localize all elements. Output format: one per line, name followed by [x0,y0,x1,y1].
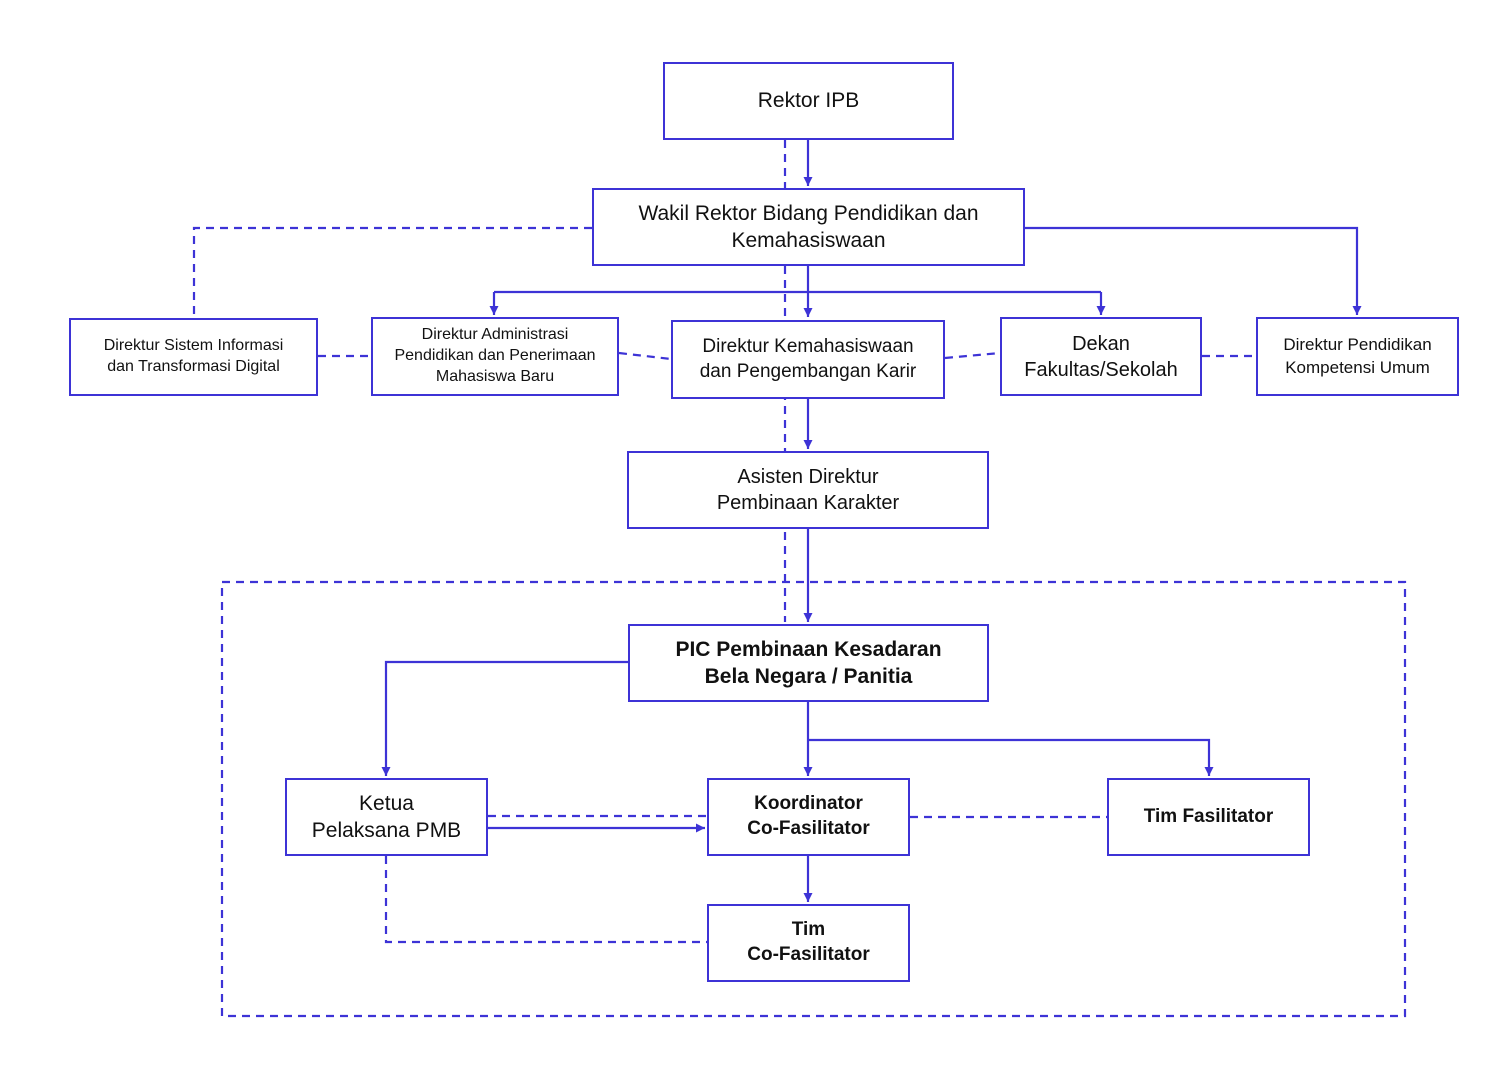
node-dekan-label: Dekan Fakultas/Sekolah [1024,332,1178,381]
edge-pic-timfasilitator [808,738,1214,776]
node-koordinator-label: Koordinator Co-Fasilitator [747,793,870,839]
node-tim-cofasilitator: Tim Co-Fasilitator [707,904,910,982]
node-pic-pembinaan: PIC Pembinaan Kesadaran Bela Negara / Pa… [628,624,989,702]
node-tim-fasilitator-label: Tim Fasilitator [1143,805,1274,827]
node-direktur-administrasi: Direktur Administrasi Pendidikan dan Pen… [371,317,619,396]
node-koordinator: Koordinator Co-Fasilitator [707,778,910,856]
edge-peer-admin-kemahasiswaan [618,351,672,361]
node-tim-cofasilitator-label: Tim Co-Fasilitator [747,919,870,965]
node-asisten-direktur: Asisten Direktur Pembinaan Karakter [627,451,989,529]
node-direktur-sistem-informasi-label: Direktur Sistem Informasi dan Transforma… [103,337,284,375]
edge-pic-ketua [381,660,628,776]
node-direktur-kemahasiswaan-label: Direktur Kemahasiswaan dan Pengembangan … [699,335,917,382]
node-wakil-rektor-label: Wakil Rektor Bidang Pendidikan dan Kemah… [638,201,979,252]
panitia-group-outline [220,580,1407,1018]
node-asisten-direktur-label: Asisten Direktur Pembinaan Karakter [716,466,900,514]
edge-ketua-timcofasilitator [384,856,707,944]
node-direktur-kemahasiswaan: Direktur Kemahasiswaan dan Pengembangan … [671,320,945,399]
node-dekan: Dekan Fakultas/Sekolah [1000,317,1202,396]
node-direktur-sistem-informasi: Direktur Sistem Informasi dan Transforma… [69,318,318,396]
node-pic-pembinaan-label: PIC Pembinaan Kesadaran Bela Negara / Pa… [675,637,942,688]
edge-wakil-sistem-informasi [192,226,592,318]
node-direktur-kompetensi-umum: Direktur Pendidikan Kompetensi Umum [1256,317,1459,396]
node-ketua-pelaksana: Ketua Pelaksana PMB [285,778,488,856]
node-direktur-administrasi-label: Direktur Administrasi Pendidikan dan Pen… [394,326,596,385]
edge-wakil-kompetensi [1025,226,1362,315]
node-tim-fasilitator: Tim Fasilitator [1107,778,1310,856]
node-ketua-pelaksana-label: Ketua Pelaksana PMB [311,791,462,842]
node-rektor: Rektor IPB [663,62,954,140]
node-rektor-label: Rektor IPB [757,89,860,113]
edge-peer-kemahasiswaan-dekan [944,351,1001,360]
node-direktur-kompetensi-umum-label: Direktur Pendidikan Kompetensi Umum [1283,335,1432,377]
node-wakil-rektor: Wakil Rektor Bidang Pendidikan dan Kemah… [592,188,1025,266]
